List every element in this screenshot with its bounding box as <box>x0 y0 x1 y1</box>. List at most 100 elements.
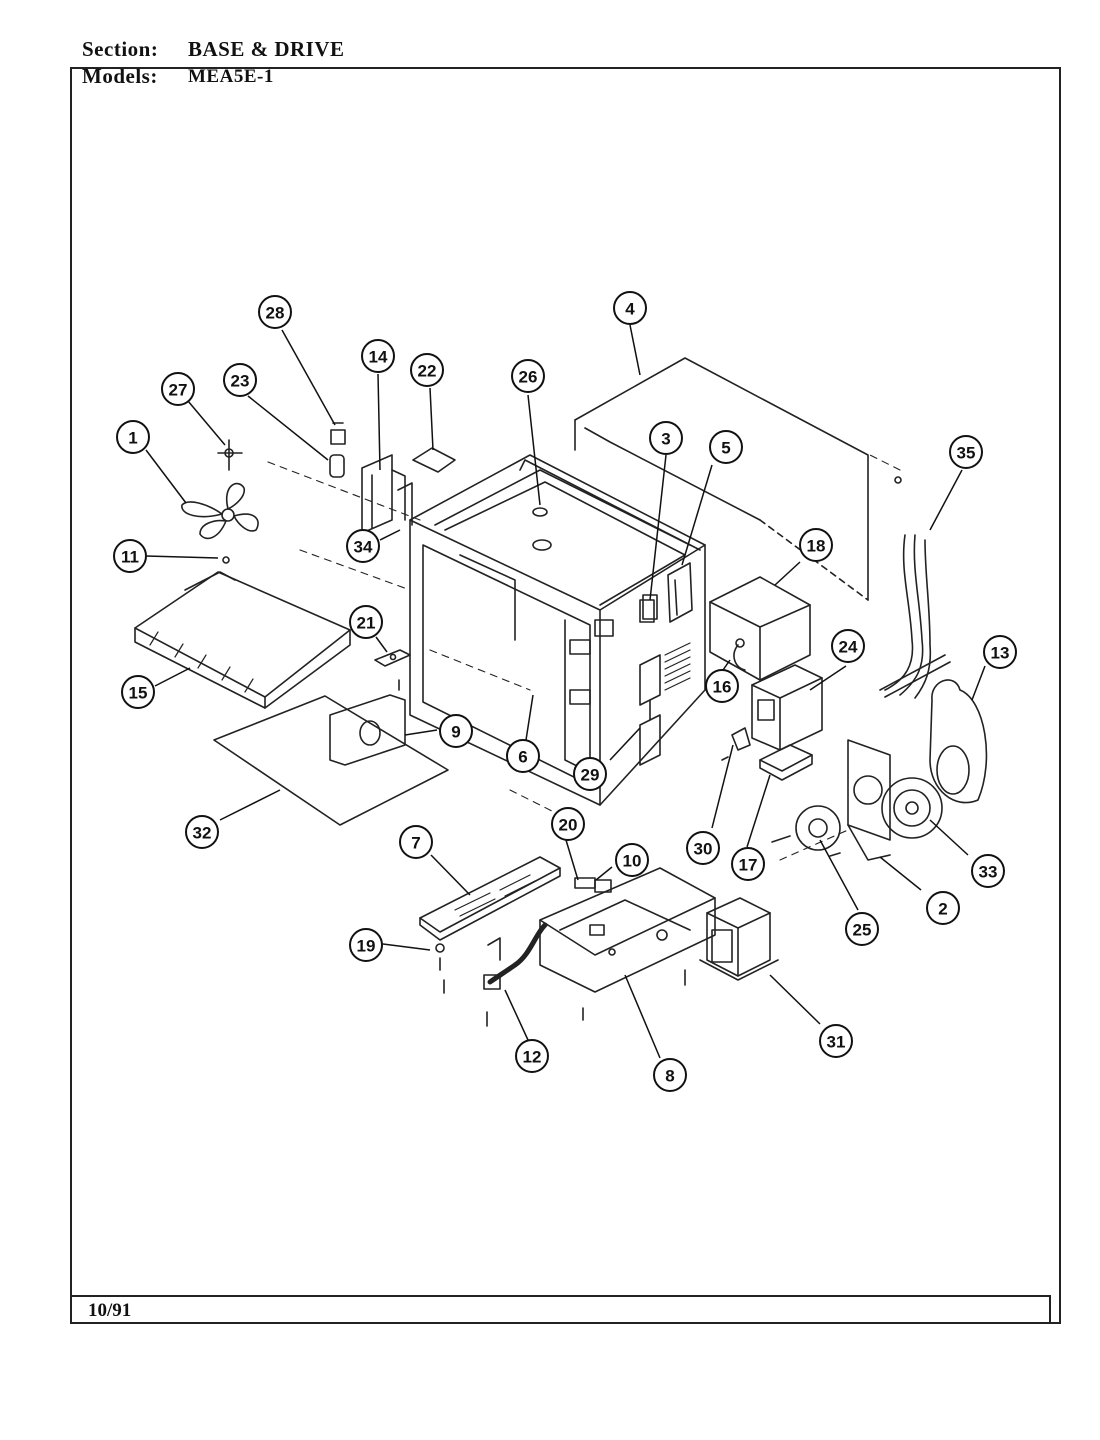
callout-35: 35 <box>949 435 983 469</box>
callout-23: 23 <box>223 363 257 397</box>
callout-number: 34 <box>354 538 373 557</box>
callout-number: 1 <box>128 429 137 448</box>
callout-24: 24 <box>831 629 865 663</box>
callout-29: 29 <box>573 757 607 791</box>
part-thermostat-30 <box>721 727 751 761</box>
callout-circle <box>649 421 683 455</box>
callout-circle <box>819 1024 853 1058</box>
callout-number: 29 <box>581 766 600 785</box>
callout-number: 32 <box>193 824 212 843</box>
section-label: Section: <box>82 37 159 61</box>
callout-number: 27 <box>169 381 188 400</box>
callout-7: 7 <box>399 825 433 859</box>
part-main-cavity <box>409 454 706 806</box>
callout-15: 15 <box>121 675 155 709</box>
callout-8: 8 <box>653 1058 687 1092</box>
callout-number: 24 <box>839 638 858 657</box>
callout-number: 11 <box>121 548 139 567</box>
callout-circle <box>573 757 607 791</box>
part-bracket-5 <box>667 562 693 623</box>
callout-circle <box>709 430 743 464</box>
callout-14: 14 <box>361 339 395 373</box>
callout-number: 19 <box>357 937 376 956</box>
part-latch-21 <box>374 649 411 691</box>
callout-circle <box>686 831 720 865</box>
callout-number: 3 <box>661 430 670 449</box>
callout-4: 4 <box>613 291 647 325</box>
callout-circle <box>349 605 383 639</box>
part-interlock-29 <box>639 654 661 766</box>
part-clip-22 <box>412 447 456 473</box>
callout-3: 3 <box>649 421 683 455</box>
callout-1: 1 <box>116 420 150 454</box>
part-outer-cabinet <box>574 357 869 601</box>
part-base-plate-8 <box>539 867 716 993</box>
callout-circle <box>515 1039 549 1073</box>
callout-30: 30 <box>686 831 720 865</box>
leader-lines <box>145 324 986 1059</box>
callout-19: 19 <box>349 928 383 962</box>
callout-circle <box>410 353 444 387</box>
part-plate-7 <box>419 856 561 941</box>
diagram-frame <box>70 67 1061 1324</box>
callout-circle <box>185 815 219 849</box>
callout-20: 20 <box>551 807 585 841</box>
callout-25: 25 <box>845 912 879 946</box>
callout-number: 10 <box>623 852 642 871</box>
callout-number: 18 <box>807 537 826 556</box>
part-tray-15 <box>134 571 351 709</box>
callout-18: 18 <box>799 528 833 562</box>
part-fitting-28 <box>330 422 346 445</box>
callout-26: 26 <box>511 359 545 393</box>
callout-number: 20 <box>559 816 578 835</box>
callout-circle <box>983 635 1017 669</box>
callout-number: 33 <box>979 863 998 882</box>
part-plate-32 <box>213 695 449 826</box>
part-screws-base <box>486 969 686 1027</box>
alignment-lines <box>267 454 901 861</box>
callout-number: 4 <box>625 300 635 319</box>
footer-divider-vertical <box>1049 1295 1051 1324</box>
callout-11: 11 <box>113 539 147 573</box>
part-fan-hub-27 <box>217 439 243 471</box>
part-transformer-31 <box>699 897 779 981</box>
callout-circle <box>361 339 395 373</box>
callout-number: 6 <box>518 748 527 767</box>
models-value: MEA5E-1 <box>188 66 274 87</box>
callout-17: 17 <box>731 847 765 881</box>
callout-number: 2 <box>938 900 947 919</box>
callout-circle <box>551 807 585 841</box>
callout-number: 13 <box>991 644 1010 663</box>
callout-number: 21 <box>357 614 376 633</box>
callout-5: 5 <box>709 430 743 464</box>
callout-circle <box>615 843 649 877</box>
callout-9: 9 <box>439 714 473 748</box>
callout-circle <box>161 372 195 406</box>
callout-circle <box>971 854 1005 888</box>
callout-number: 17 <box>739 856 758 875</box>
callout-number: 35 <box>957 444 976 463</box>
callout-22: 22 <box>410 353 444 387</box>
callout-circle <box>653 1058 687 1092</box>
section-value: BASE & DRIVE <box>188 37 345 61</box>
callout-number: 14 <box>369 348 388 367</box>
callout-number: 9 <box>451 723 460 742</box>
callout-number: 7 <box>411 834 420 853</box>
callout-number: 15 <box>129 684 148 703</box>
callout-32: 32 <box>185 815 219 849</box>
part-bracket-14 <box>361 454 406 534</box>
part-fan-blade-1 <box>181 482 259 540</box>
callout-6: 6 <box>506 739 540 773</box>
callout-circle <box>506 739 540 773</box>
callout-number: 12 <box>523 1048 542 1067</box>
part-screw-11 <box>222 556 230 564</box>
callout-number: 16 <box>713 678 732 697</box>
revision-date: 10/91 <box>88 1300 132 1321</box>
callout-number: 8 <box>665 1067 674 1086</box>
callout-circle <box>926 891 960 925</box>
callout-circle <box>731 847 765 881</box>
callout-number: 26 <box>519 368 538 387</box>
part-magnetron-24 <box>751 664 823 751</box>
part-fitting-23 <box>329 454 345 478</box>
